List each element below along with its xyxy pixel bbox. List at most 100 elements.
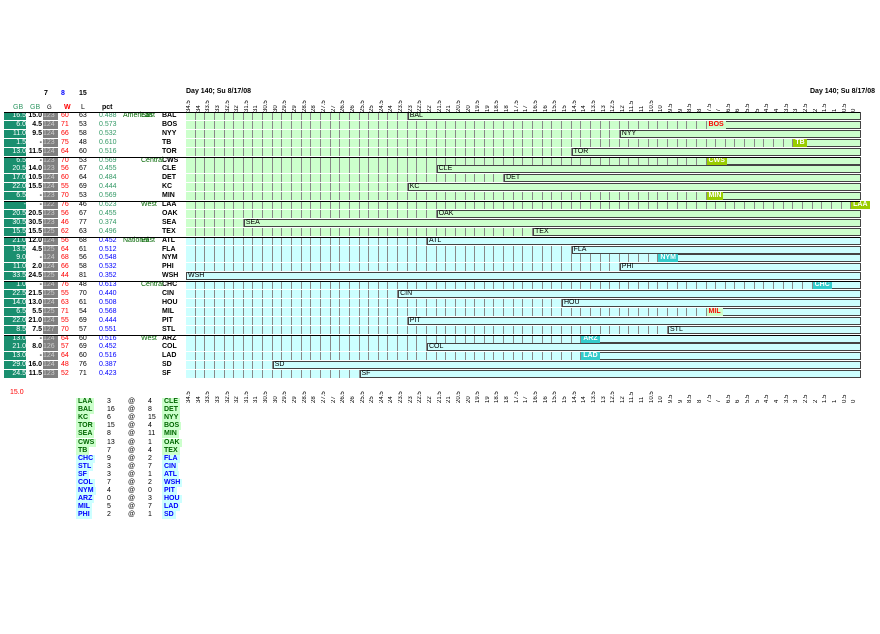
games: 124 [43, 254, 58, 263]
grid-cell [398, 298, 408, 307]
grid-cell [629, 138, 640, 147]
grid-cell [282, 165, 293, 174]
grid-cell [513, 245, 524, 254]
grid-cell [465, 192, 476, 201]
grid-cell [224, 129, 235, 138]
gb-bar [706, 307, 861, 316]
grid-cell [542, 138, 553, 147]
grid-cell [639, 325, 649, 334]
grid-cell [783, 138, 794, 147]
grid-cell [292, 174, 302, 183]
grid-cell [427, 129, 437, 138]
grid-cell [282, 343, 293, 352]
grid-cell [398, 209, 408, 218]
grid-cell [561, 281, 572, 290]
tick-text: 17 [523, 105, 530, 112]
grid-cell [475, 120, 485, 129]
grid-cell [648, 120, 659, 129]
win-pct: 0.484 [99, 174, 117, 182]
grid-cell [195, 316, 206, 325]
grid-cell [282, 290, 293, 298]
division-label: East [141, 112, 156, 119]
grid-cell [330, 112, 341, 120]
grid-cell [417, 245, 427, 254]
grid-cell [571, 138, 582, 147]
grid-cell [427, 209, 437, 218]
grid-cell [243, 370, 254, 379]
grid-cell [282, 156, 293, 165]
win-pct: 0.516 [99, 352, 117, 360]
gb-overall: 17.0 [4, 174, 26, 183]
grid-cell [581, 307, 591, 316]
grid-cell [542, 201, 553, 209]
tick-label: 8.5 [687, 381, 694, 403]
grid-cell [195, 307, 206, 316]
grid-cell [340, 209, 350, 218]
grid-cell [282, 227, 293, 236]
grid-cell [398, 325, 408, 334]
grid-cell [533, 298, 543, 307]
grid-cell [349, 290, 360, 298]
grid-cell [571, 192, 582, 201]
tick-label: 27.5 [321, 381, 328, 403]
schedule-at: @ [128, 487, 136, 495]
tick-label: 7.5 [707, 381, 714, 403]
grid-cell [542, 334, 553, 343]
schedule-away: BAL [76, 406, 95, 415]
grid-cell [378, 325, 389, 334]
team-tag: PHI [621, 263, 634, 271]
grid-cell [340, 352, 350, 361]
team-name: NYY [162, 129, 177, 137]
grid-cell [195, 361, 206, 370]
grid-cell [465, 263, 476, 272]
team-name: DET [162, 174, 176, 182]
grid-cell [301, 343, 312, 352]
grid-cell [619, 281, 630, 290]
schedule-hs: 4 [148, 422, 152, 430]
gb-bar [561, 298, 861, 307]
grid-cell [561, 129, 572, 138]
tick-text: 22 [427, 105, 433, 112]
team-tag: NYY [621, 129, 637, 137]
leader-tag: LAD [581, 352, 600, 361]
tick-label: 5.5 [745, 90, 752, 112]
grid-cell [263, 361, 273, 370]
tick-label: 30 [273, 381, 280, 403]
grid-cell [263, 298, 273, 307]
tick-label: 28.5 [302, 90, 309, 112]
wins: 70 [61, 325, 69, 333]
grid-cell [407, 209, 418, 218]
grid-cell [427, 352, 437, 361]
grid-cell [320, 254, 331, 263]
grid-cell [774, 201, 784, 209]
grid-cell [320, 174, 331, 183]
tick-text: 12 [619, 105, 626, 112]
grid-cell [195, 156, 206, 165]
grid-cell [186, 138, 196, 147]
grid-cell [369, 201, 379, 209]
grid-cell [561, 156, 572, 165]
grid-cell [581, 201, 591, 209]
grid-cell [494, 334, 505, 343]
gb-bar [619, 129, 861, 138]
grid-cell [349, 174, 360, 183]
grid-cell [186, 112, 196, 120]
tick-text: 16 [542, 105, 549, 112]
grid-cell [330, 147, 341, 156]
grid-cell [224, 165, 235, 174]
tick-label: 6.5 [726, 90, 733, 112]
grid-cell [320, 245, 331, 254]
grid-cell [745, 281, 755, 290]
tick-text: 27 [330, 396, 337, 403]
grid-cell [205, 325, 215, 334]
grid-cell [465, 129, 476, 138]
losses: 76 [79, 361, 87, 369]
grid-cell [186, 227, 196, 236]
games: 125 [43, 290, 58, 298]
grid-cell [571, 281, 582, 290]
grid-cell [455, 254, 466, 263]
grid-cell [571, 263, 582, 272]
grid-cell [263, 307, 273, 316]
